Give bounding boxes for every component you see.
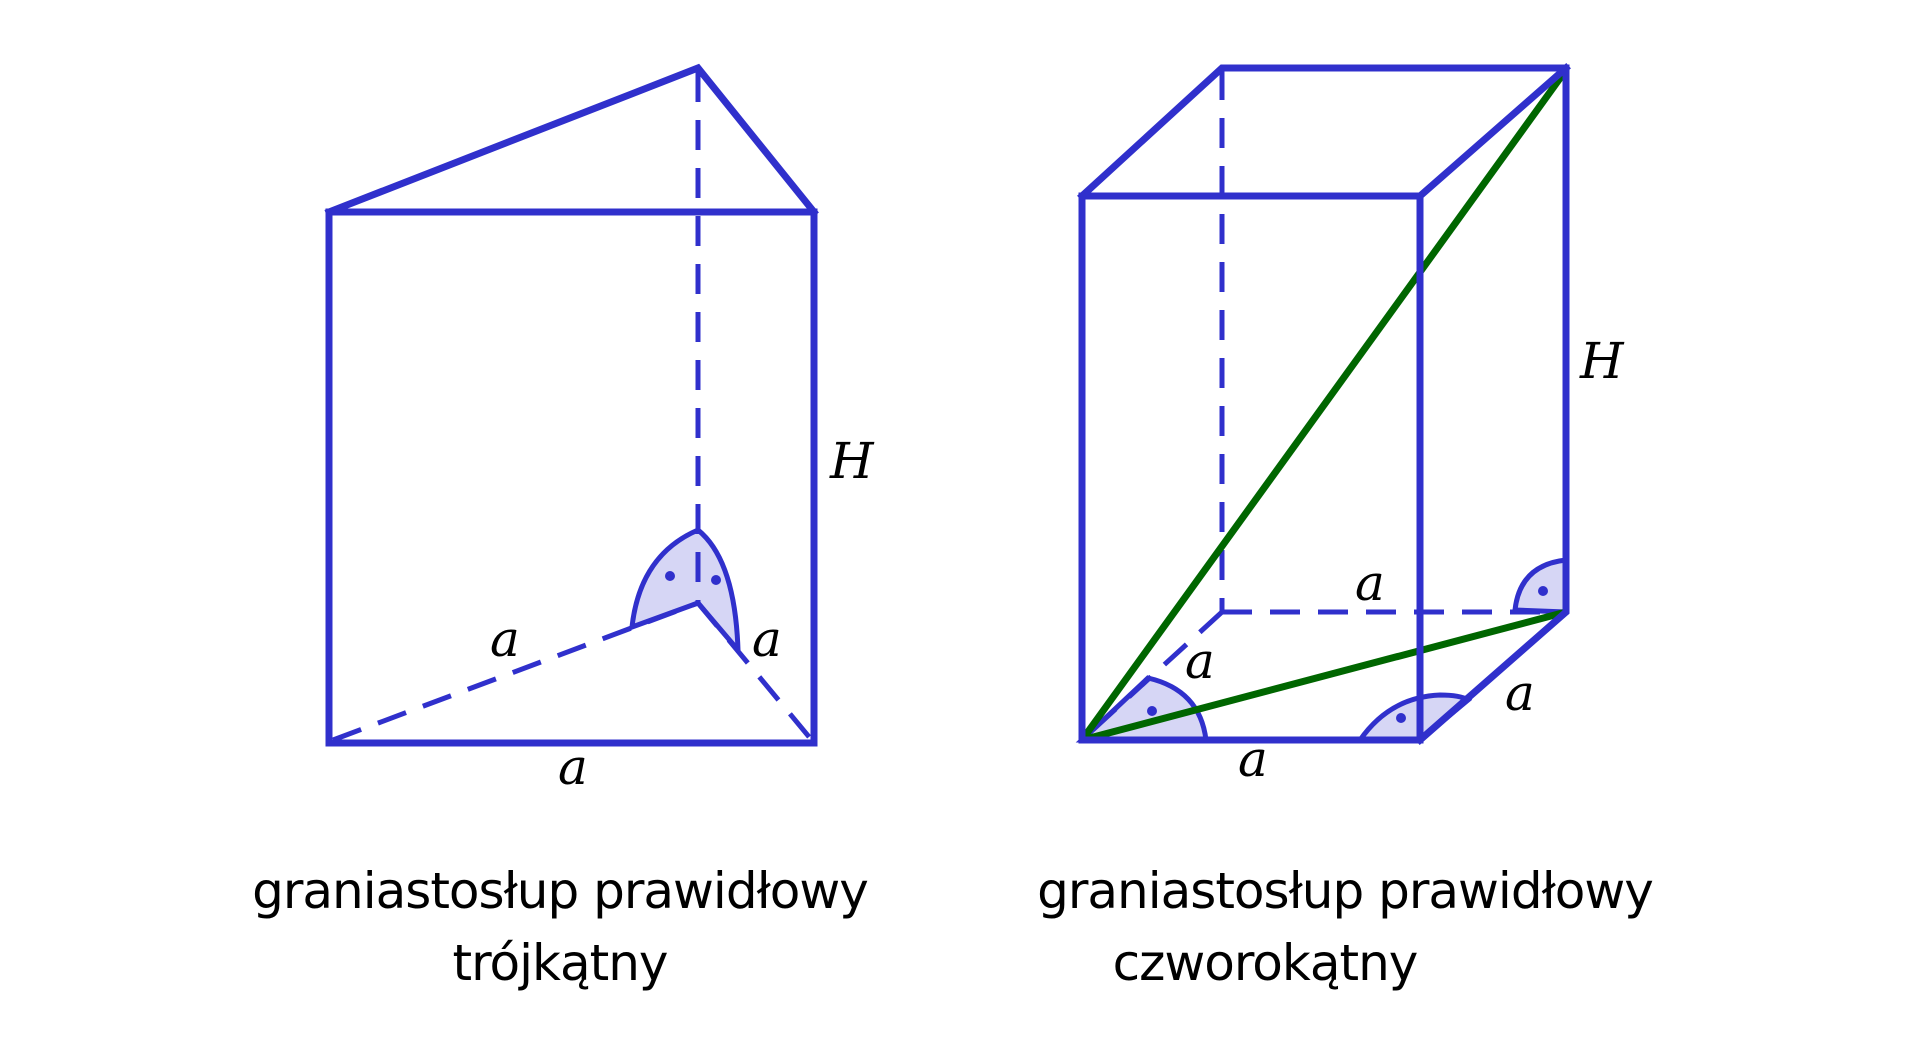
right-angle-marker (629, 527, 741, 658)
hidden-base-edge-right (696, 601, 812, 740)
label-height: H (1579, 332, 1625, 390)
top-face-back-edges (324, 63, 819, 217)
angle-dot (665, 571, 675, 581)
label-edge-left-depth: a (1185, 632, 1215, 690)
label-edge-back-right: a (752, 610, 782, 668)
caption-line-2: czworokątny (1112, 934, 1419, 992)
caption-line-2: trójkątny (452, 934, 668, 992)
caption-triangular-prism: graniastosłup prawidłowy trójkątny (170, 855, 950, 999)
hidden-left-depth-edge (1083, 610, 1224, 739)
triangular-prism: H a a a (324, 63, 875, 796)
top-right-depth-edge (1415, 63, 1571, 201)
angle-dot (1396, 713, 1406, 723)
label-edge-front: a (1238, 730, 1268, 788)
label-height: H (829, 432, 875, 490)
right-angle-marker (1355, 692, 1473, 743)
angle-dot (711, 575, 721, 585)
square-prism: H a a a a (1075, 63, 1625, 788)
label-edge-back: a (1355, 554, 1385, 612)
caption-square-prism: graniastosłup prawidłowy czworokątny (955, 855, 1735, 999)
label-edge-front: a (558, 738, 588, 796)
label-edge-right-depth: a (1505, 664, 1535, 722)
hidden-base-edge-left (332, 600, 699, 743)
right-angle-marker (1512, 557, 1569, 615)
base-diagonal (1081, 608, 1567, 744)
label-edge-back-left: a (490, 610, 520, 668)
angle-dot (1147, 706, 1157, 716)
space-diagonal (1079, 67, 1569, 743)
angle-dot (1538, 586, 1548, 596)
front-face (1078, 192, 1424, 744)
front-face (325, 208, 818, 747)
caption-line-1: graniastosłup prawidłowy (1037, 862, 1654, 920)
caption-line-1: graniastosłup prawidłowy (252, 862, 869, 920)
